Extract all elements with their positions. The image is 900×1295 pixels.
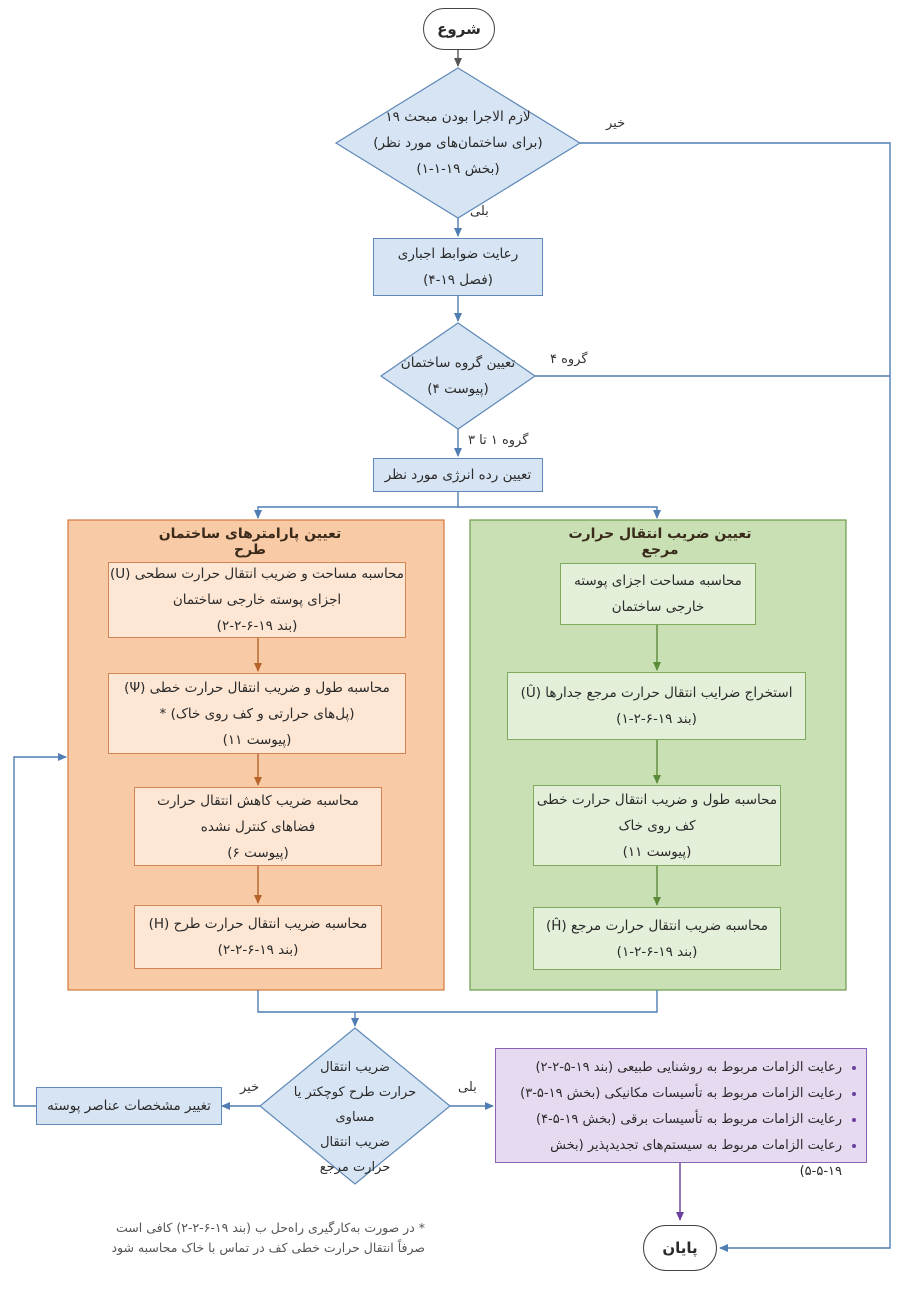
process-mandatory-line-1: رعایت ضوابط اجباری	[397, 246, 519, 262]
process-mandatory-line-2: (فصل ۱۹-۴)	[423, 272, 493, 288]
connector-energy-split	[254, 492, 459, 519]
decision-group-text: تعیین گروه ساختمان (پیوست ۴)	[390, 350, 526, 402]
reference-step-h-line-1: محاسبه ضریب انتقال حرارت مرجع (Ĥ)	[545, 917, 769, 934]
design-step-u: محاسبه مساحت و ضریب انتقال حرارت سطحی (U…	[108, 562, 406, 638]
requirement-renewable: رعایت الزامات مربوط به سیستم‌های تجدیدپذ…	[504, 1133, 842, 1185]
reference-step-psi-line-2: کف روی خاک	[618, 817, 696, 834]
design-group-title: تعیین پارامترهای ساختمان طرح	[158, 526, 342, 558]
design-step-psi-line-2: (پل‌های حرارتی و کف روی خاک) *	[159, 705, 355, 722]
design-step-psi: محاسبه طول و ضریب انتقال حرارت خطی (Ψ) (…	[108, 673, 406, 754]
decision-group-line-2: (پیوست ۴)	[427, 381, 489, 397]
requirements-list: رعایت الزامات مربوط به روشنایی طبیعی (بن…	[504, 1055, 856, 1185]
process-mandatory-rules: رعایت ضوابط اجباری (فصل ۱۹-۴)	[373, 238, 543, 296]
process-change-envelope: تغییر مشخصات عناصر پوسته	[36, 1087, 222, 1125]
process-energy-class: تعیین رده انرژی مورد نظر	[373, 458, 543, 492]
reference-step-area-line-2: خارجی ساختمان	[611, 599, 705, 615]
decision-mandatory-yes-label: بلی	[470, 204, 489, 219]
footnote-line-2: صرفاً انتقال حرارت خطی کف در تماس با خاک…	[111, 1240, 425, 1255]
footnote-line-1: * در صورت به‌کارگیری راه‌حل ب (بند ۱۹-۶-…	[116, 1220, 425, 1235]
requirement-mechanical: رعایت الزامات مربوط به تأسیسات مکانیکی (…	[504, 1081, 842, 1107]
decision-mandatory-no-label: خیر	[606, 116, 626, 131]
reference-step-h-line-2: (بند ۱۹-۶-۲-۱)	[616, 943, 698, 960]
design-step-reduction: محاسبه ضریب کاهش انتقال حرارت فضاهای کنت…	[134, 787, 382, 866]
decision-compare-no-label: خیر	[240, 1080, 260, 1095]
decision-compare-text: ضریب انتقال حرارت طرح کوچکتر یا مساوی ضر…	[275, 1055, 435, 1180]
design-step-psi-line-1: محاسبه طول و ضریب انتقال حرارت خطی (Ψ)	[124, 679, 390, 696]
reference-step-psi-line-3: (پیوست ۱۱)	[622, 843, 692, 860]
decision-compare-yes-label: بلی	[458, 1080, 477, 1095]
decision-mandatory-line-1: لازم الاجرا بودن مبحث ۱۹	[385, 109, 531, 125]
design-step-h-line-1: محاسبه ضریب انتقال حرارت طرح (H)	[148, 916, 368, 932]
connector-groups-merge	[257, 990, 658, 1013]
requirements-box: رعایت الزامات مربوط به روشنایی طبیعی (بن…	[495, 1048, 867, 1179]
design-step-reduction-line-3: (پیوست ۶)	[227, 844, 289, 861]
decision-mandatory-line-2: (برای ساختمان‌های مورد نظر)	[373, 135, 543, 151]
reference-step-h: محاسبه ضریب انتقال حرارت مرجع (Ĥ) (بند ۱…	[533, 907, 781, 970]
reference-step-u-line-1: استخراج ضرایب انتقال حرارت مرجع جدارها (…	[520, 685, 793, 701]
requirement-electrical: رعایت الزامات مربوط به تأسیسات برقی (بخش…	[504, 1107, 842, 1133]
reference-step-area: محاسبه مساحت اجزای پوسته خارجی ساختمان	[560, 563, 756, 625]
connector-d1-no-rail	[580, 142, 891, 1252]
decision-group-line-1: تعیین گروه ساختمان	[400, 355, 516, 371]
design-step-psi-line-3: (پیوست ۱۱)	[222, 731, 292, 748]
decision-compare-line-4: حرارت مرجع	[319, 1160, 391, 1175]
reference-step-psi-line-1: محاسبه طول و ضریب انتقال حرارت خطی	[536, 791, 778, 808]
footnote: * در صورت به‌کارگیری راه‌حل ب (بند ۱۹-۶-…	[60, 1218, 425, 1258]
design-step-u-line-1: محاسبه مساحت و ضریب انتقال حرارت سطحی (U…	[109, 566, 405, 582]
decision-compare-line-3: ضریب انتقال	[320, 1135, 390, 1150]
design-step-reduction-line-2: فضاهای کنترل نشده	[200, 818, 316, 835]
design-step-h-line-2: (بند ۱۹-۶-۲-۲)	[217, 942, 299, 958]
decision-mandatory-text: لازم الاجرا بودن مبحث ۱۹ (برای ساختمان‌ه…	[356, 104, 560, 182]
decision-mandatory-line-3: (بخش ۱۹-۱-۱)	[416, 161, 500, 177]
design-step-h: محاسبه ضریب انتقال حرارت طرح (H) (بند ۱۹…	[134, 905, 382, 969]
decision-group4-label: گروه ۴	[550, 352, 588, 367]
reference-step-area-line-1: محاسبه مساحت اجزای پوسته	[574, 573, 742, 589]
connector-energy-split-right	[458, 506, 661, 519]
decision-compare-diamond	[259, 1027, 451, 1185]
start-terminal: شروع	[423, 8, 495, 50]
connector-loop-back	[13, 753, 67, 1107]
reference-group-title: تعیین ضریب انتقال حرارت مرجع	[568, 526, 752, 558]
reference-step-u: استخراج ضرایب انتقال حرارت مرجع جدارها (…	[507, 672, 806, 740]
design-step-u-line-2: اجزای پوسته خارجی ساختمان	[172, 592, 342, 608]
end-terminal: پایان	[643, 1225, 717, 1271]
reference-step-psi: محاسبه طول و ضریب انتقال حرارت خطی کف رو…	[533, 785, 781, 866]
design-step-u-line-3: (بند ۱۹-۶-۲-۲)	[216, 618, 298, 634]
decision-compare-line-2: حرارت طرح کوچکتر یا مساوی	[293, 1085, 417, 1125]
decision-group1to3-label: گروه ۱ تا ۳	[468, 433, 529, 448]
design-step-reduction-line-1: محاسبه ضریب کاهش انتقال حرارت	[157, 792, 359, 809]
requirement-daylight: رعایت الزامات مربوط به روشنایی طبیعی (بن…	[504, 1055, 842, 1081]
reference-step-u-line-2: (بند ۱۹-۶-۲-۱)	[616, 711, 697, 727]
decision-compare-line-1: ضریب انتقال	[320, 1060, 390, 1075]
